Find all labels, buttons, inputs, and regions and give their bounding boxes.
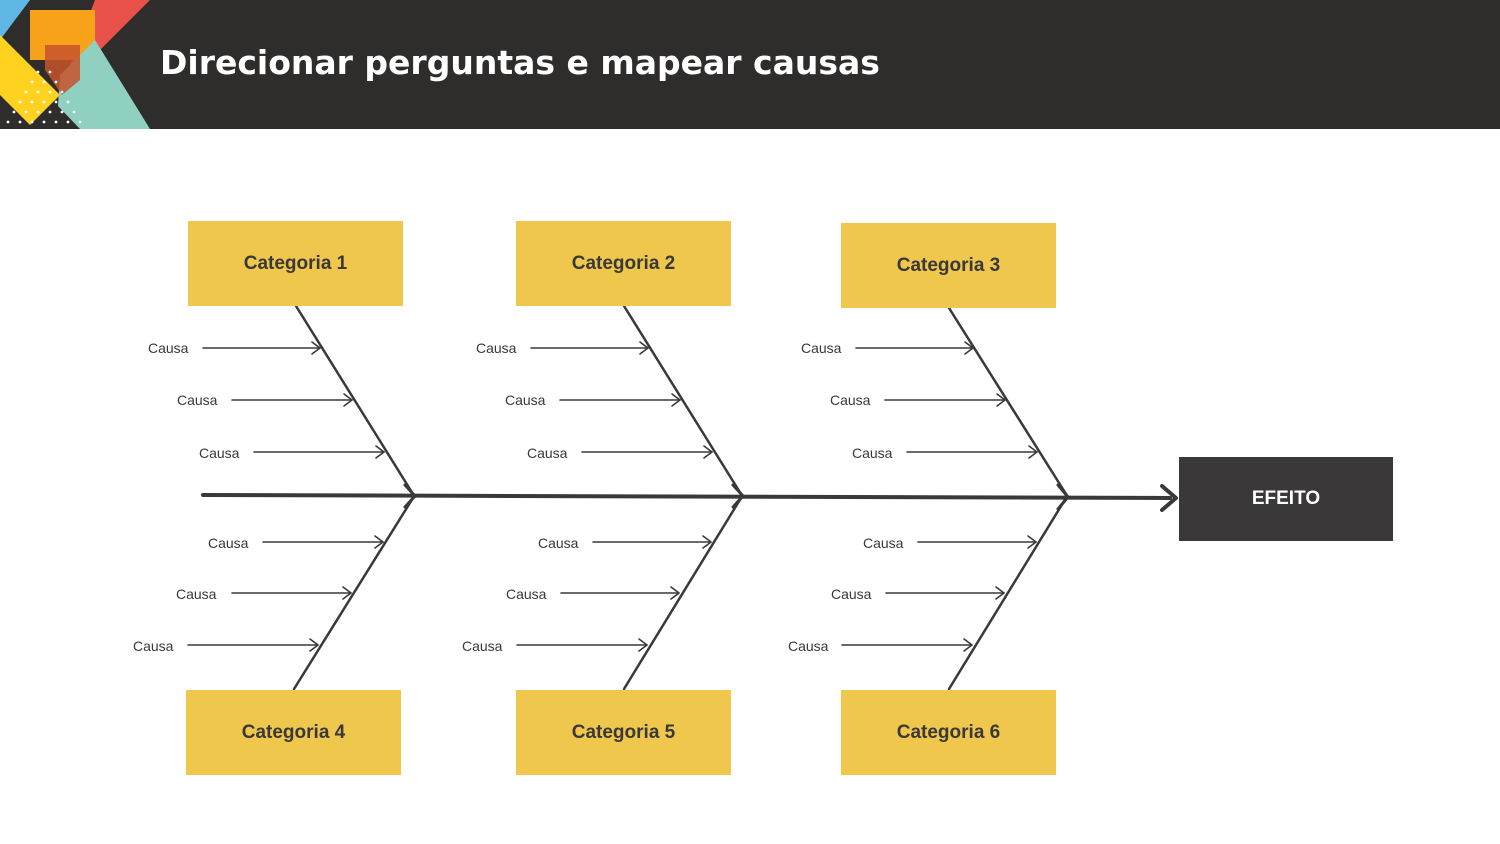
cause-arrowhead [703,445,713,459]
cause-arrowhead [374,535,384,549]
page-title: Direcionar perguntas e mapear causas [160,43,880,82]
bone-categoria-2 [622,304,743,496]
bone-categoria-5 [622,496,743,691]
spine-arrowhead [1160,484,1178,512]
category-box-5: Categoria 5 [516,690,731,775]
cause-arrowhead [342,586,352,600]
cause-arrowhead [670,586,680,600]
cause-label: Causa [801,340,842,356]
cause-label: Causa [830,392,871,408]
bone-categoria-3 [947,306,1068,496]
cause-arrowhead [311,341,321,355]
category-box-3: Categoria 3 [841,223,1056,308]
cause-label: Causa [176,586,217,602]
cause-arrowhead [995,586,1005,600]
category-box-2: Categoria 2 [516,221,731,306]
cause-label: Causa [788,638,829,654]
cause-label: Causa [863,535,904,551]
bone-categoria-6 [947,496,1068,691]
cause-arrowhead [375,445,385,459]
effect-box: EFEITO [1179,457,1393,541]
cause-label: Causa [133,638,174,654]
cause-label: Causa [506,586,547,602]
cause-arrowhead [963,638,973,652]
cause-arrowhead [343,393,353,407]
cause-label: Causa [177,392,218,408]
logo-icon [0,0,150,129]
cause-label: Causa [505,392,546,408]
bone-categoria-1 [294,304,415,496]
cause-arrowhead [309,638,319,652]
cause-label: Causa [831,586,872,602]
cause-arrowhead [1027,535,1037,549]
cause-label: Causa [527,445,568,461]
cause-arrowhead [1028,445,1038,459]
cause-label: Causa [852,445,893,461]
cause-label: Causa [148,340,189,356]
cause-label: Causa [538,535,579,551]
cause-label: Causa [208,535,249,551]
cause-arrowhead [964,341,974,355]
category-box-1: Categoria 1 [188,221,403,306]
category-box-4: Categoria 4 [186,690,401,775]
cause-label: Causa [199,445,240,461]
spine-line [201,493,1172,500]
cause-arrowhead [638,638,648,652]
cause-arrowhead [671,393,681,407]
cause-label: Causa [462,638,503,654]
category-box-6: Categoria 6 [841,690,1056,775]
bone-categoria-4 [292,496,415,691]
header-bar: Direcionar perguntas e mapear causas [0,0,1500,129]
cause-arrowhead [702,535,712,549]
cause-arrowhead [639,341,649,355]
cause-label: Causa [476,340,517,356]
cause-arrowhead [996,393,1006,407]
